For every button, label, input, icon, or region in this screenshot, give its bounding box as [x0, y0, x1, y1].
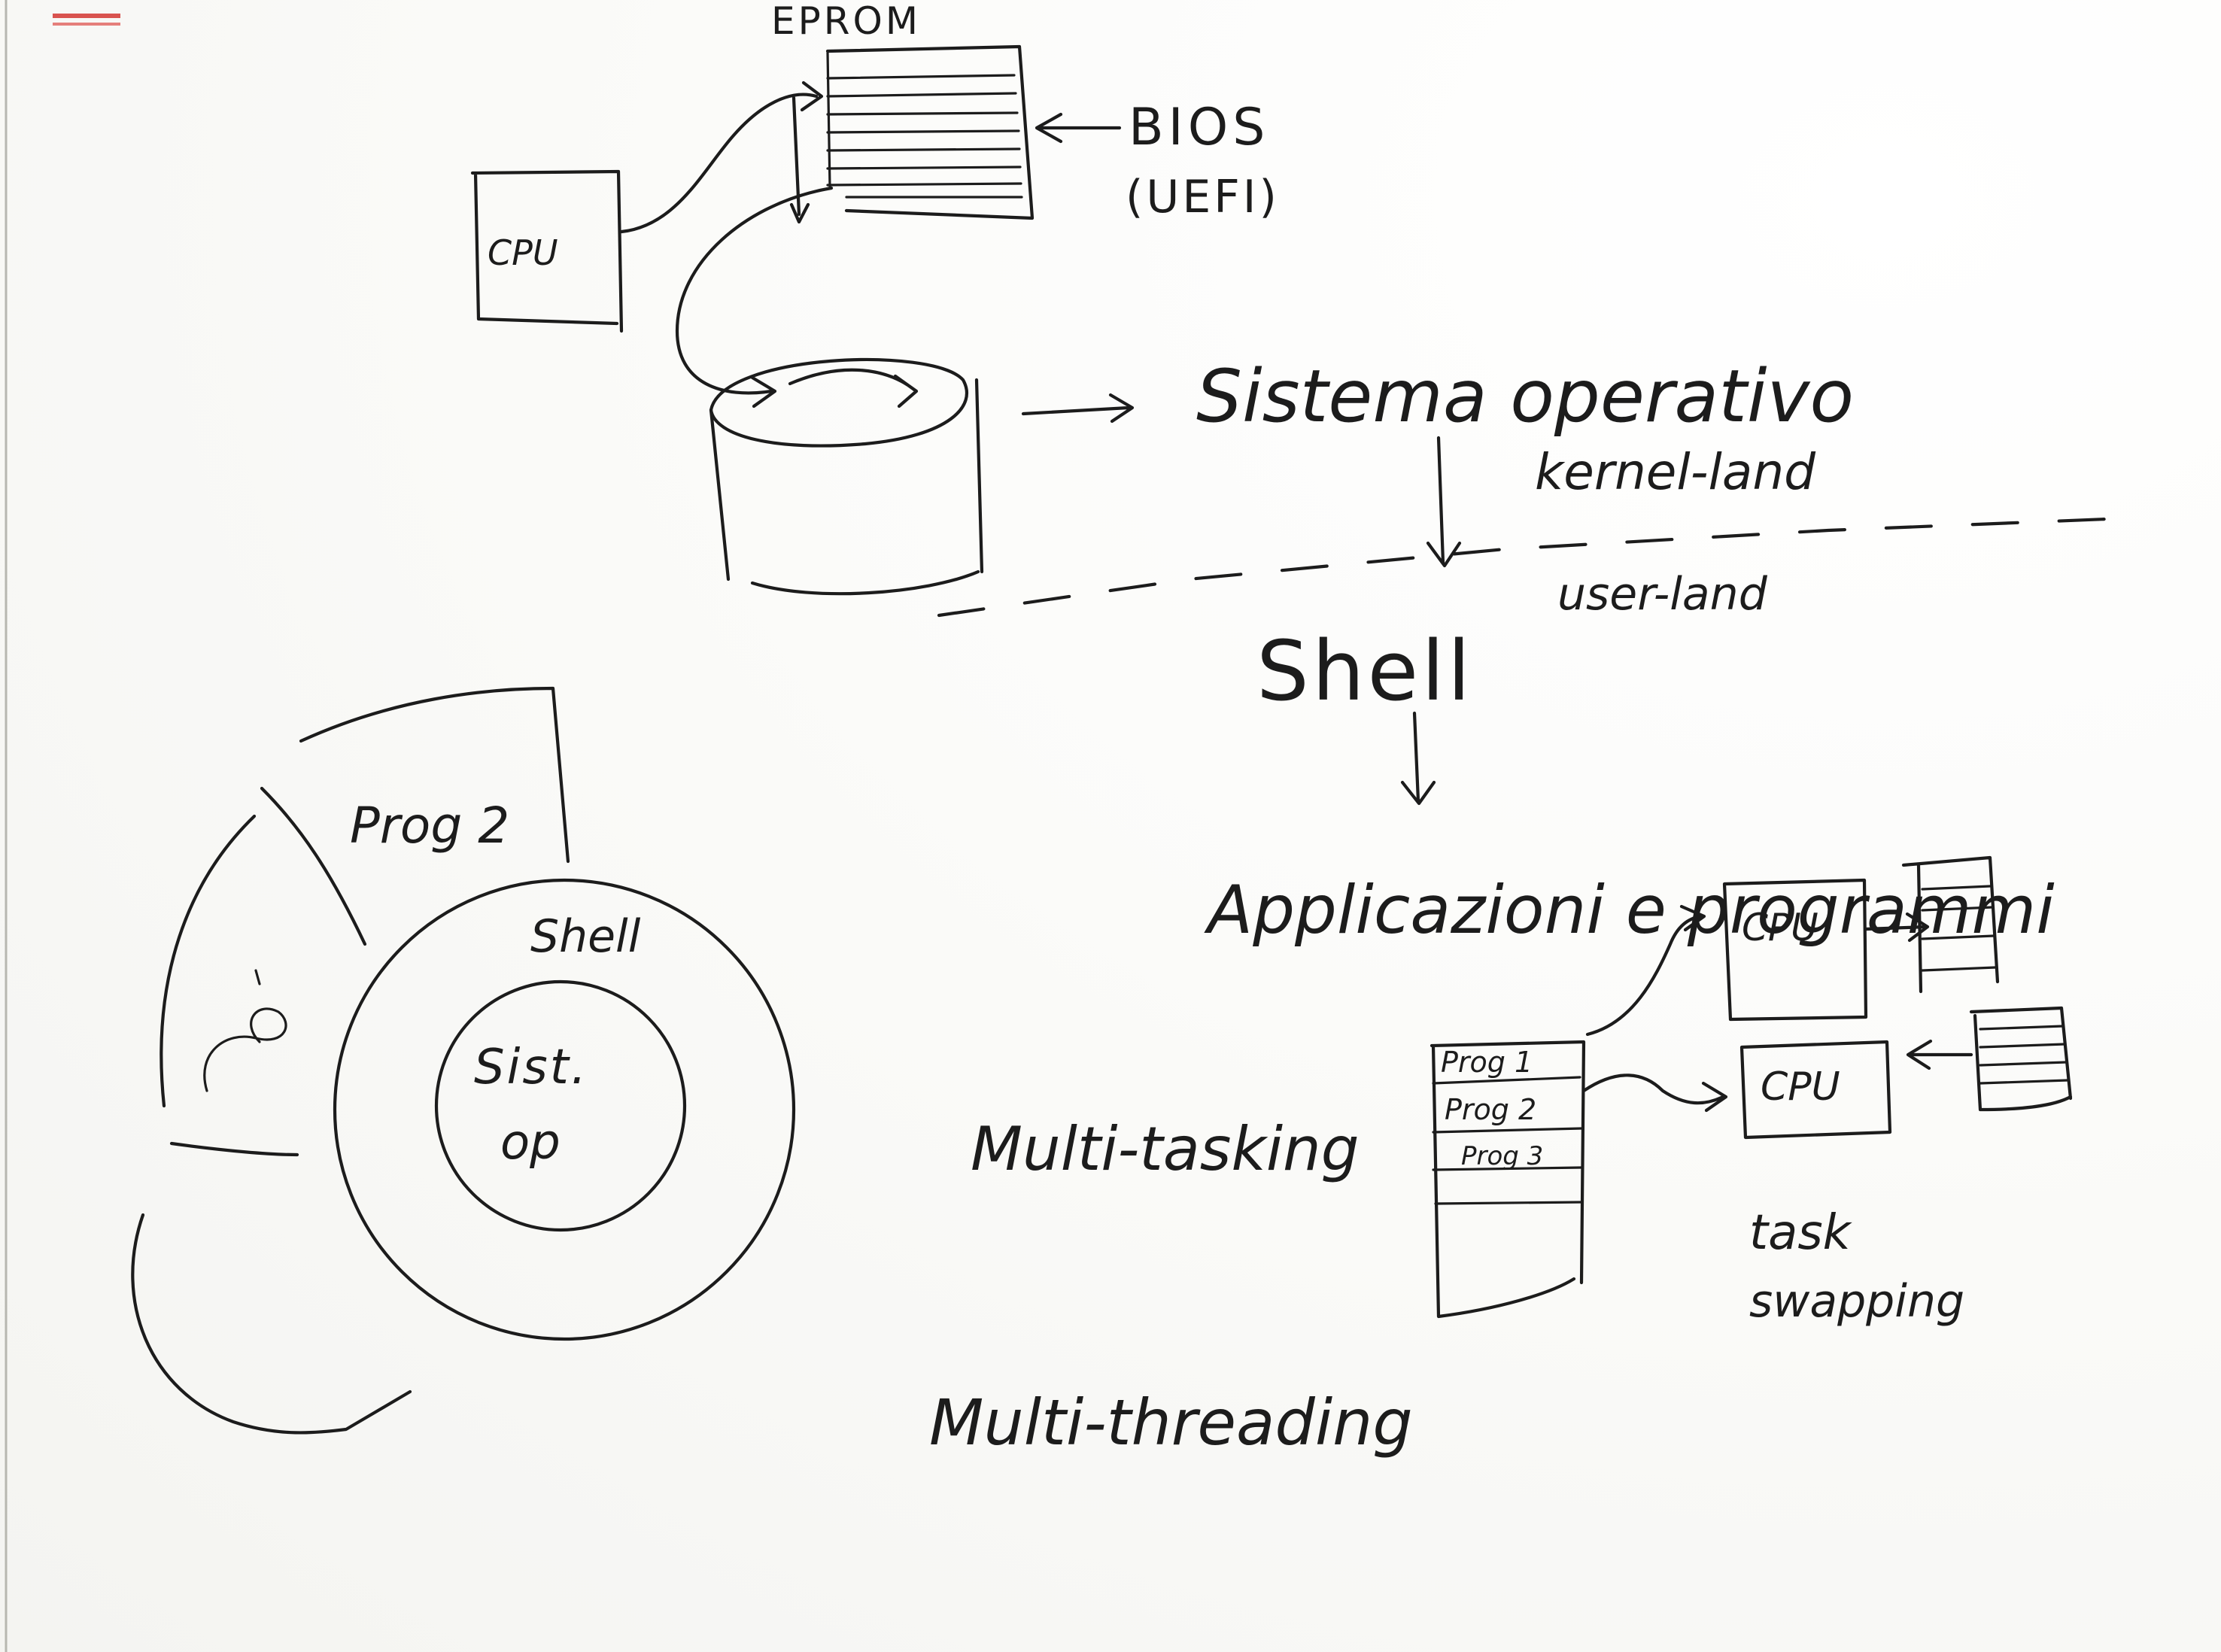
kernel-land-label: kernel-land	[1535, 443, 1816, 501]
arrow-prog1-to-cpu-top	[1585, 904, 1706, 1037]
multithreading-title: Multi-threading	[929, 1386, 1413, 1459]
cpu-bottom-label: CPU	[1761, 1064, 1840, 1110]
apps-label: Applicazioni e programmi	[1204, 871, 2055, 949]
boot-sequence: CPU EPROM BIOS (UEFI) Sistema	[470, 0, 2109, 949]
disk-cylinder	[709, 357, 984, 596]
uefi-label: (UEFI)	[1126, 171, 1280, 223]
prog2-segment	[260, 686, 570, 946]
prog1-segment	[160, 814, 299, 1157]
os-label: Sistema operativo	[1196, 354, 1854, 439]
shell-label: Shell	[1256, 623, 1473, 719]
bios-arrow	[1035, 112, 1122, 144]
bios-label: BIOS	[1129, 98, 1269, 157]
arrow-shell-to-apps	[1400, 711, 1436, 806]
eprom-down-arrow	[789, 96, 810, 224]
marker-tray-mark	[53, 14, 120, 18]
task-swapping-line1: task	[1749, 1205, 1853, 1261]
prog2-label: Prog 2	[350, 797, 509, 855]
core-label-line2: op	[500, 1115, 561, 1171]
process-row-2: Prog 2	[1445, 1093, 1536, 1126]
rings-diagram: Sist. op Shell Prog 2	[131, 686, 796, 1435]
bios-annotation: BIOS (UEFI)	[1035, 98, 1280, 223]
multitasking-section: Multi-tasking Prog 1 Prog 2 Prog 3 CPU C…	[971, 855, 2073, 1328]
cpu-bottom-box: CPU	[1739, 1040, 1892, 1140]
marker-tray-mark-2	[53, 23, 120, 26]
cpu-top-label: CPU	[1742, 906, 1818, 949]
ring-shell-label: Shell	[530, 910, 641, 963]
user-land-label: user-land	[1557, 568, 1768, 621]
arrow-cpu-top-to-register	[1864, 912, 1930, 943]
prog1-scribble	[203, 969, 287, 1092]
register-bottom	[1969, 1006, 2073, 1112]
cpu-top-box: CPU	[1722, 878, 1868, 1022]
kernel-user-divider	[937, 517, 2109, 618]
arrow-cpu-to-eprom	[619, 80, 824, 234]
inner-ring	[434, 979, 687, 1232]
arrow-disk-to-os	[1021, 393, 1135, 424]
outer-ring	[333, 878, 796, 1341]
register-top	[1901, 855, 2000, 994]
arrow-prog2-to-cpu-bottom	[1581, 1073, 1728, 1113]
multithreading-section: Multi-threading	[929, 1386, 1413, 1459]
cpu-box: CPU	[470, 169, 624, 333]
eprom-label: EPROM	[771, 0, 921, 43]
cpu-label: CPU	[488, 232, 558, 273]
process-row-3: Prog 3	[1461, 1141, 1543, 1171]
multitasking-title: Multi-tasking	[971, 1114, 1360, 1184]
arrow-eprom-to-disk	[675, 186, 834, 408]
core-label-line1: Sist.	[474, 1040, 588, 1095]
process-table: Prog 1 Prog 2 Prog 3	[1430, 1040, 1586, 1319]
task-swapping-line2: swapping	[1749, 1275, 1964, 1328]
disk-rotation-arrow	[788, 368, 919, 408]
prog3-segment	[131, 1213, 412, 1435]
eprom-chip: EPROM	[771, 0, 1035, 224]
arrow-register-to-cpu-bottom	[1906, 1039, 1973, 1070]
arrow-os-to-shell	[1426, 436, 1462, 568]
process-row-1: Prog 1	[1441, 1046, 1533, 1079]
